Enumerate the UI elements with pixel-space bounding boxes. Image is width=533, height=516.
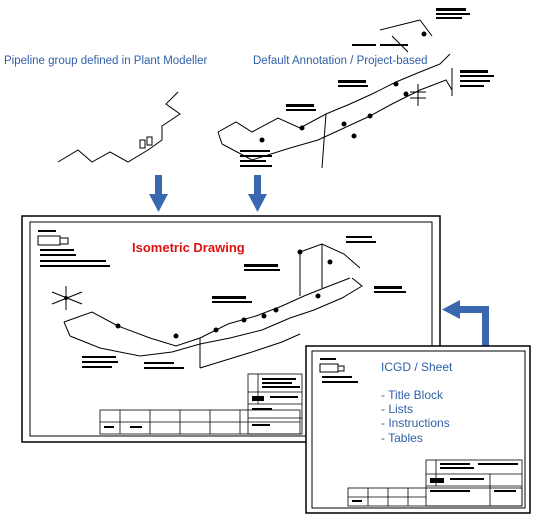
iso-piping xyxy=(63,243,363,369)
annotated-pipeline xyxy=(217,19,453,169)
sheet-title-block-fills xyxy=(352,463,518,502)
down-arrow-left xyxy=(149,175,168,212)
iso-axis-symbol xyxy=(51,286,83,310)
sheet-item-title-block: - Title Block xyxy=(381,388,444,402)
iso-title-block xyxy=(99,373,303,435)
icgd-sheet-frame xyxy=(305,345,531,514)
sheet-title-block xyxy=(347,459,523,507)
sheet-item-lists: - Lists xyxy=(381,402,414,416)
sheet-item-tables: - Tables xyxy=(381,431,423,445)
annotation-tags xyxy=(240,8,494,167)
down-arrow-right xyxy=(248,175,267,212)
iso-header-block xyxy=(37,230,110,267)
pipeline-group-label: Pipeline group defined in Plant Modeller xyxy=(4,55,208,67)
sheet-header-block xyxy=(319,358,358,383)
iso-annotations xyxy=(82,236,406,369)
iso-title-block-fills xyxy=(104,378,300,428)
isometric-drawing-title: Isometric Drawing xyxy=(132,240,245,255)
sheet-title: ICGD / Sheet xyxy=(381,360,453,374)
default-annotation-label: Default Annotation / Project-based xyxy=(253,55,428,67)
pipeline-sketch xyxy=(57,91,181,163)
sheet-item-instructions: - Instructions xyxy=(381,416,450,430)
sheet-arrow xyxy=(442,300,489,346)
